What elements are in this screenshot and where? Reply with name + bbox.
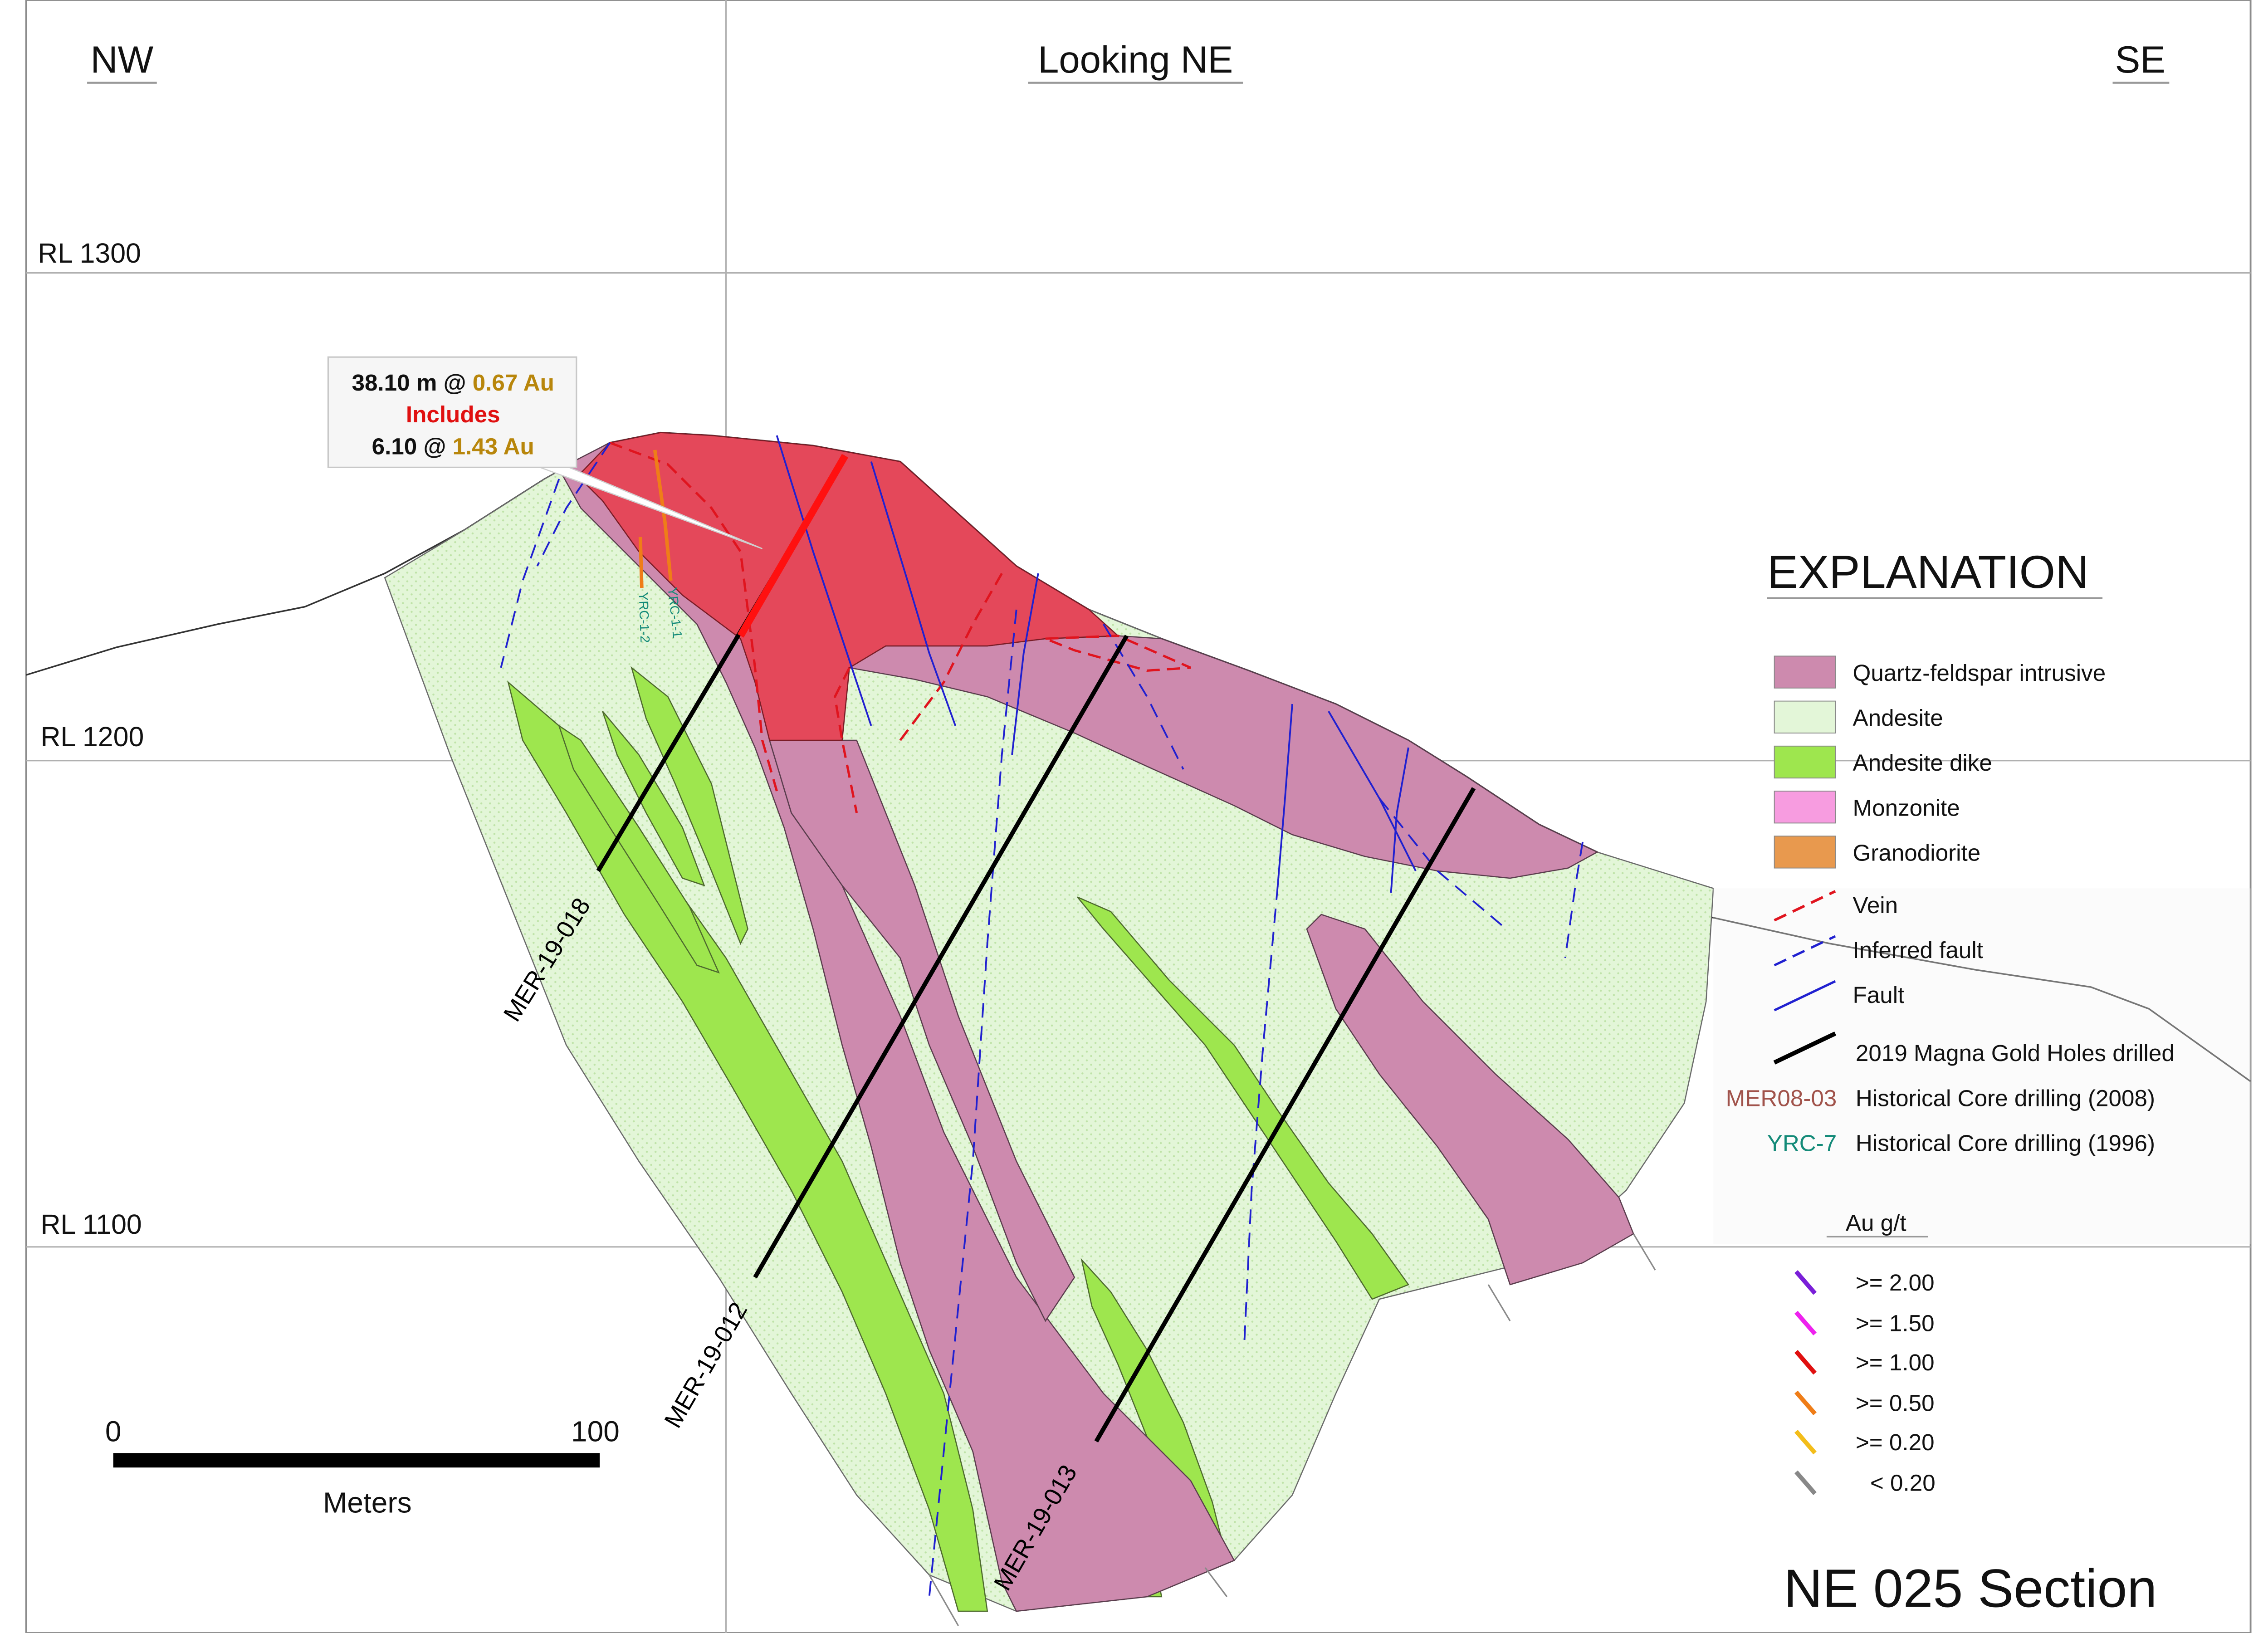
legend-label: Andesite — [1853, 705, 1943, 731]
au-scale-label: >= 0.20 — [1856, 1429, 1935, 1455]
au-swatch-ge-0-50 — [1794, 1390, 1817, 1415]
callout-sub-length: 6.10 @ — [372, 434, 453, 460]
minor-fault-traces — [929, 1233, 1656, 1626]
hole-mer-19-013 — [1094, 787, 1476, 1443]
looking-ne-label: Looking NE — [1038, 39, 1233, 81]
legend-fault-symbol — [1774, 980, 1836, 1012]
au-swatch-ge-1-50 — [1794, 1310, 1817, 1335]
callout-grade: 0.67 Au — [473, 370, 554, 396]
elevation-label: RL 1300 — [38, 238, 141, 269]
legend-label: Granodiorite — [1853, 840, 1981, 866]
historical-1996-holes — [638, 450, 673, 588]
hole-mer-19-012 — [753, 635, 1129, 1279]
assay-callout: 38.10 m @ 0.67 Au Includes 6.10 @ 1.43 A… — [327, 356, 763, 549]
yrc-1-2-label: YRC-1-2 — [635, 592, 652, 643]
legend-label: Inferred fault — [1853, 937, 1983, 963]
legend-label: Historical Core drilling (1996) — [1856, 1130, 2155, 1156]
au-scale-label: >= 1.00 — [1856, 1349, 1935, 1375]
legend-swatch-monzonite — [1774, 791, 1836, 824]
legend-label: Vein — [1853, 892, 1898, 918]
legend-hist-1996-code: YRC-7 — [1767, 1130, 1837, 1156]
legend-label: Historical Core drilling (2008) — [1856, 1085, 2155, 1111]
legend-2019-hole-symbol — [1773, 1032, 1837, 1065]
au-swatch-ge-2-00 — [1794, 1270, 1817, 1295]
au-scale-title: Au g/t — [1846, 1210, 1906, 1236]
scale-bar-end: 100 — [571, 1415, 620, 1448]
svg-text:38.10 m @ 0.67 Au: 38.10 m @ 0.67 Au — [352, 370, 554, 396]
au-scale-label: >= 2.00 — [1856, 1270, 1935, 1296]
svg-text:6.10 @ 1.43 Au: 6.10 @ 1.43 Au — [372, 434, 534, 460]
qfp-intrusive — [558, 432, 1634, 1612]
au-interval-mer-19-018 — [737, 454, 848, 638]
nw-label: NW — [91, 39, 154, 81]
legend-vein-symbol — [1774, 890, 1836, 922]
scale-bar-start: 0 — [105, 1415, 122, 1448]
explanation-title: EXPLANATION — [1767, 546, 2089, 598]
se-label: SE — [2115, 39, 2165, 81]
legend-swatch-qfp — [1774, 655, 1836, 689]
au-swatch-lt-0-20 — [1794, 1470, 1817, 1495]
legend-label: Quartz-feldspar intrusive — [1853, 660, 2106, 686]
scale-bar: 0 100 Meters — [105, 1415, 620, 1519]
au-scale-label: < 0.20 — [1870, 1470, 1936, 1496]
au-swatch-ge-1-00 — [1794, 1350, 1817, 1375]
vein-lines — [609, 441, 1191, 813]
au-scale-label: >= 0.50 — [1856, 1390, 1935, 1416]
explanation-legend: EXPLANATION Quartz-feldspar intrusive An… — [1713, 546, 2251, 1244]
au-grade-scale: Au g/t >= 2.00 >= 1.50 >= 1.00 >= 0.50 >… — [1794, 1210, 1936, 1496]
mer-19-012-label: MER-19-012 — [659, 1298, 753, 1433]
legend-label: Andesite dike — [1853, 750, 1992, 776]
section-title: NE 025 Section — [1784, 1559, 2157, 1618]
legend-label: 2019 Magna Gold Holes drilled — [1856, 1040, 2175, 1066]
legend-inferred-fault-symbol — [1774, 935, 1836, 967]
callout-sub-grade: 1.43 Au — [453, 434, 534, 460]
callout-includes: Includes — [406, 401, 500, 427]
legend-hist-2008-code: MER08-03 — [1726, 1085, 1837, 1111]
au-scale-label: >= 1.50 — [1856, 1310, 1935, 1336]
legend-label: Monzonite — [1853, 795, 1960, 821]
legend-swatch-andesite — [1774, 700, 1836, 733]
scale-bar-unit: Meters — [323, 1486, 412, 1519]
legend-swatch-andesite-dike — [1774, 745, 1836, 779]
au-swatch-ge-0-20 — [1794, 1430, 1817, 1455]
legend-label: Fault — [1853, 982, 1905, 1008]
legend-swatch-granodiorite — [1774, 836, 1836, 869]
callout-length: 38.10 m @ — [352, 370, 472, 396]
elevation-label: RL 1200 — [41, 721, 144, 752]
elevation-label: RL 1100 — [41, 1209, 142, 1240]
